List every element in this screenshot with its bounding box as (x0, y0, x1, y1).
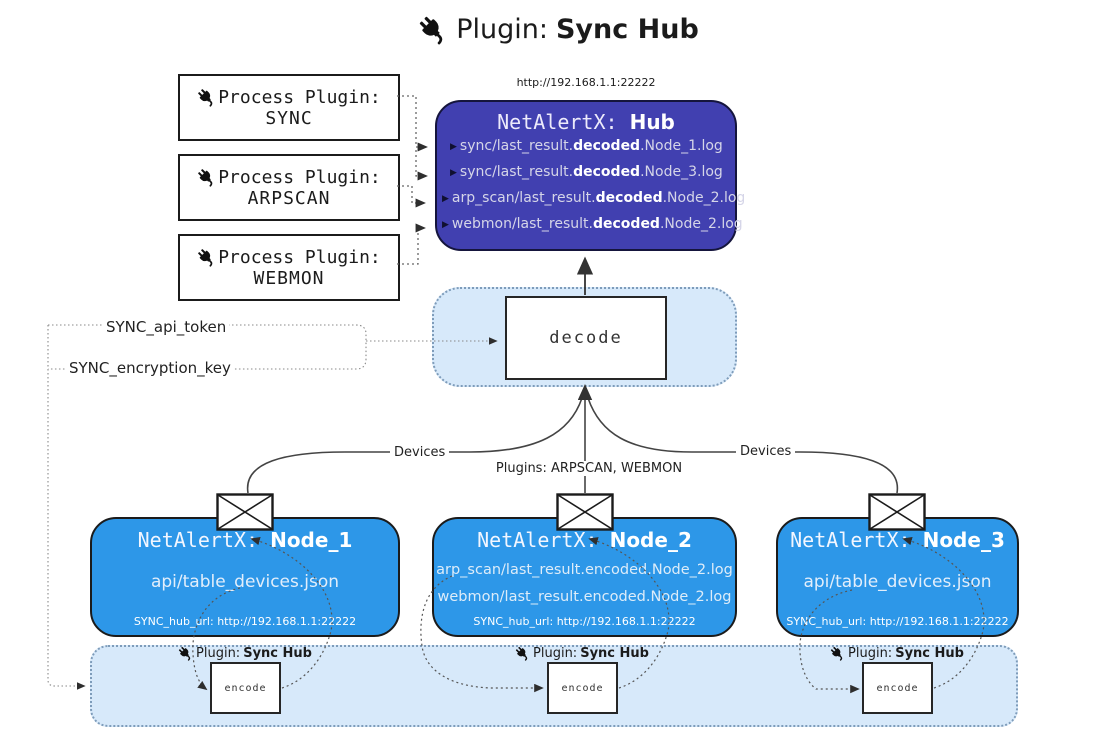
sync-hub-plugin-badge: Plugin: Sync Hub (807, 646, 987, 661)
encode-box: encode (862, 662, 933, 714)
arrow-right-icon: ▶ (450, 142, 457, 152)
title-text: Plugin: (456, 14, 548, 45)
process-plugin-webmon: Process Plugin: WEBMON (178, 234, 400, 301)
plug-icon (420, 16, 443, 44)
hub-log-line: ▶webmon/last_result.decoded.Node_2.log (442, 216, 743, 232)
sync-hub-plugin-badge: Plugin: Sync Hub (155, 646, 335, 661)
decode-box: decode (505, 296, 667, 380)
plug-icon (178, 646, 191, 661)
node-title: NetAlertX: Node_1 (137, 528, 353, 552)
devices-right-label: Devices (736, 444, 796, 459)
sync-encryption-key-label: SYNC_encryption_key (66, 359, 234, 377)
plug-icon (515, 646, 528, 661)
node-file: api/table_devices.json (803, 572, 992, 592)
plug-icon (198, 168, 213, 187)
envelope-icon (556, 493, 614, 531)
hub-box: NetAlertX: Hub ▶sync/last_result.decoded… (435, 100, 746, 251)
process-plugin-label: Process Plugin: (218, 86, 381, 108)
node-hub-url: SYNC_hub_url: http://192.168.1.1:22222 (473, 615, 696, 628)
plug-icon (198, 248, 213, 267)
encode-box: encode (547, 662, 618, 714)
plug-icon (830, 646, 843, 661)
page-title: Plugin: Sync Hub (0, 14, 1117, 45)
process-plugin-label: Process Plugin: (218, 246, 381, 268)
node-title: NetAlertX: Node_2 (477, 528, 692, 552)
plug-icon (198, 88, 213, 107)
title-name: Sync Hub (555, 14, 699, 45)
node-hub-url: SYNC_hub_url: http://192.168.1.1:22222 (786, 615, 1009, 628)
node-hub-url: SYNC_hub_url: http://192.168.1.1:22222 (133, 615, 357, 628)
node-file: api/table_devices.json (150, 572, 340, 592)
arrow-right-icon: ▶ (450, 168, 457, 178)
node-1-box: NetAlertX: Node_1 api/table_devices.json… (90, 517, 400, 637)
node-2-box: NetAlertX: Node_2 arp_scan/last_result.e… (432, 517, 737, 637)
node-title: NetAlertX: Node_3 (790, 528, 1005, 552)
process-plugin-name: SYNC (265, 107, 313, 129)
process-plugin-sync: Process Plugin: SYNC (178, 74, 400, 141)
devices-left-label: Devices (390, 445, 450, 460)
hub-title: NetAlertX: Hub (497, 110, 675, 134)
process-plugin-name: WEBMON (253, 267, 325, 289)
node-3-box: NetAlertX: Node_3 api/table_devices.json… (776, 517, 1019, 637)
hub-url-label: http://192.168.1.1:22222 (516, 76, 656, 89)
process-plugin-label: Process Plugin: (218, 166, 381, 188)
hub-log-line: ▶sync/last_result.decoded.Node_3.log (450, 164, 723, 180)
hub-log-line: ▶arp_scan/last_result.decoded.Node_2.log (442, 190, 746, 206)
hub-log-line: ▶sync/last_result.decoded.Node_1.log (450, 138, 723, 154)
envelope-icon (216, 493, 274, 531)
plugins-label: Plugins: ARPSCAN, WEBMON (460, 461, 718, 476)
envelope-icon (868, 493, 926, 531)
sync-api-token-label: SYNC_api_token (103, 318, 230, 336)
encode-box: encode (210, 662, 281, 714)
sync-hub-plugin-badge: Plugin: Sync Hub (492, 646, 672, 661)
process-plugin-arpscan: Process Plugin: ARPSCAN (178, 154, 400, 221)
arrow-right-icon: ▶ (442, 194, 449, 204)
arrow-right-icon: ▶ (442, 220, 449, 230)
process-plugin-name: ARPSCAN (247, 187, 331, 209)
